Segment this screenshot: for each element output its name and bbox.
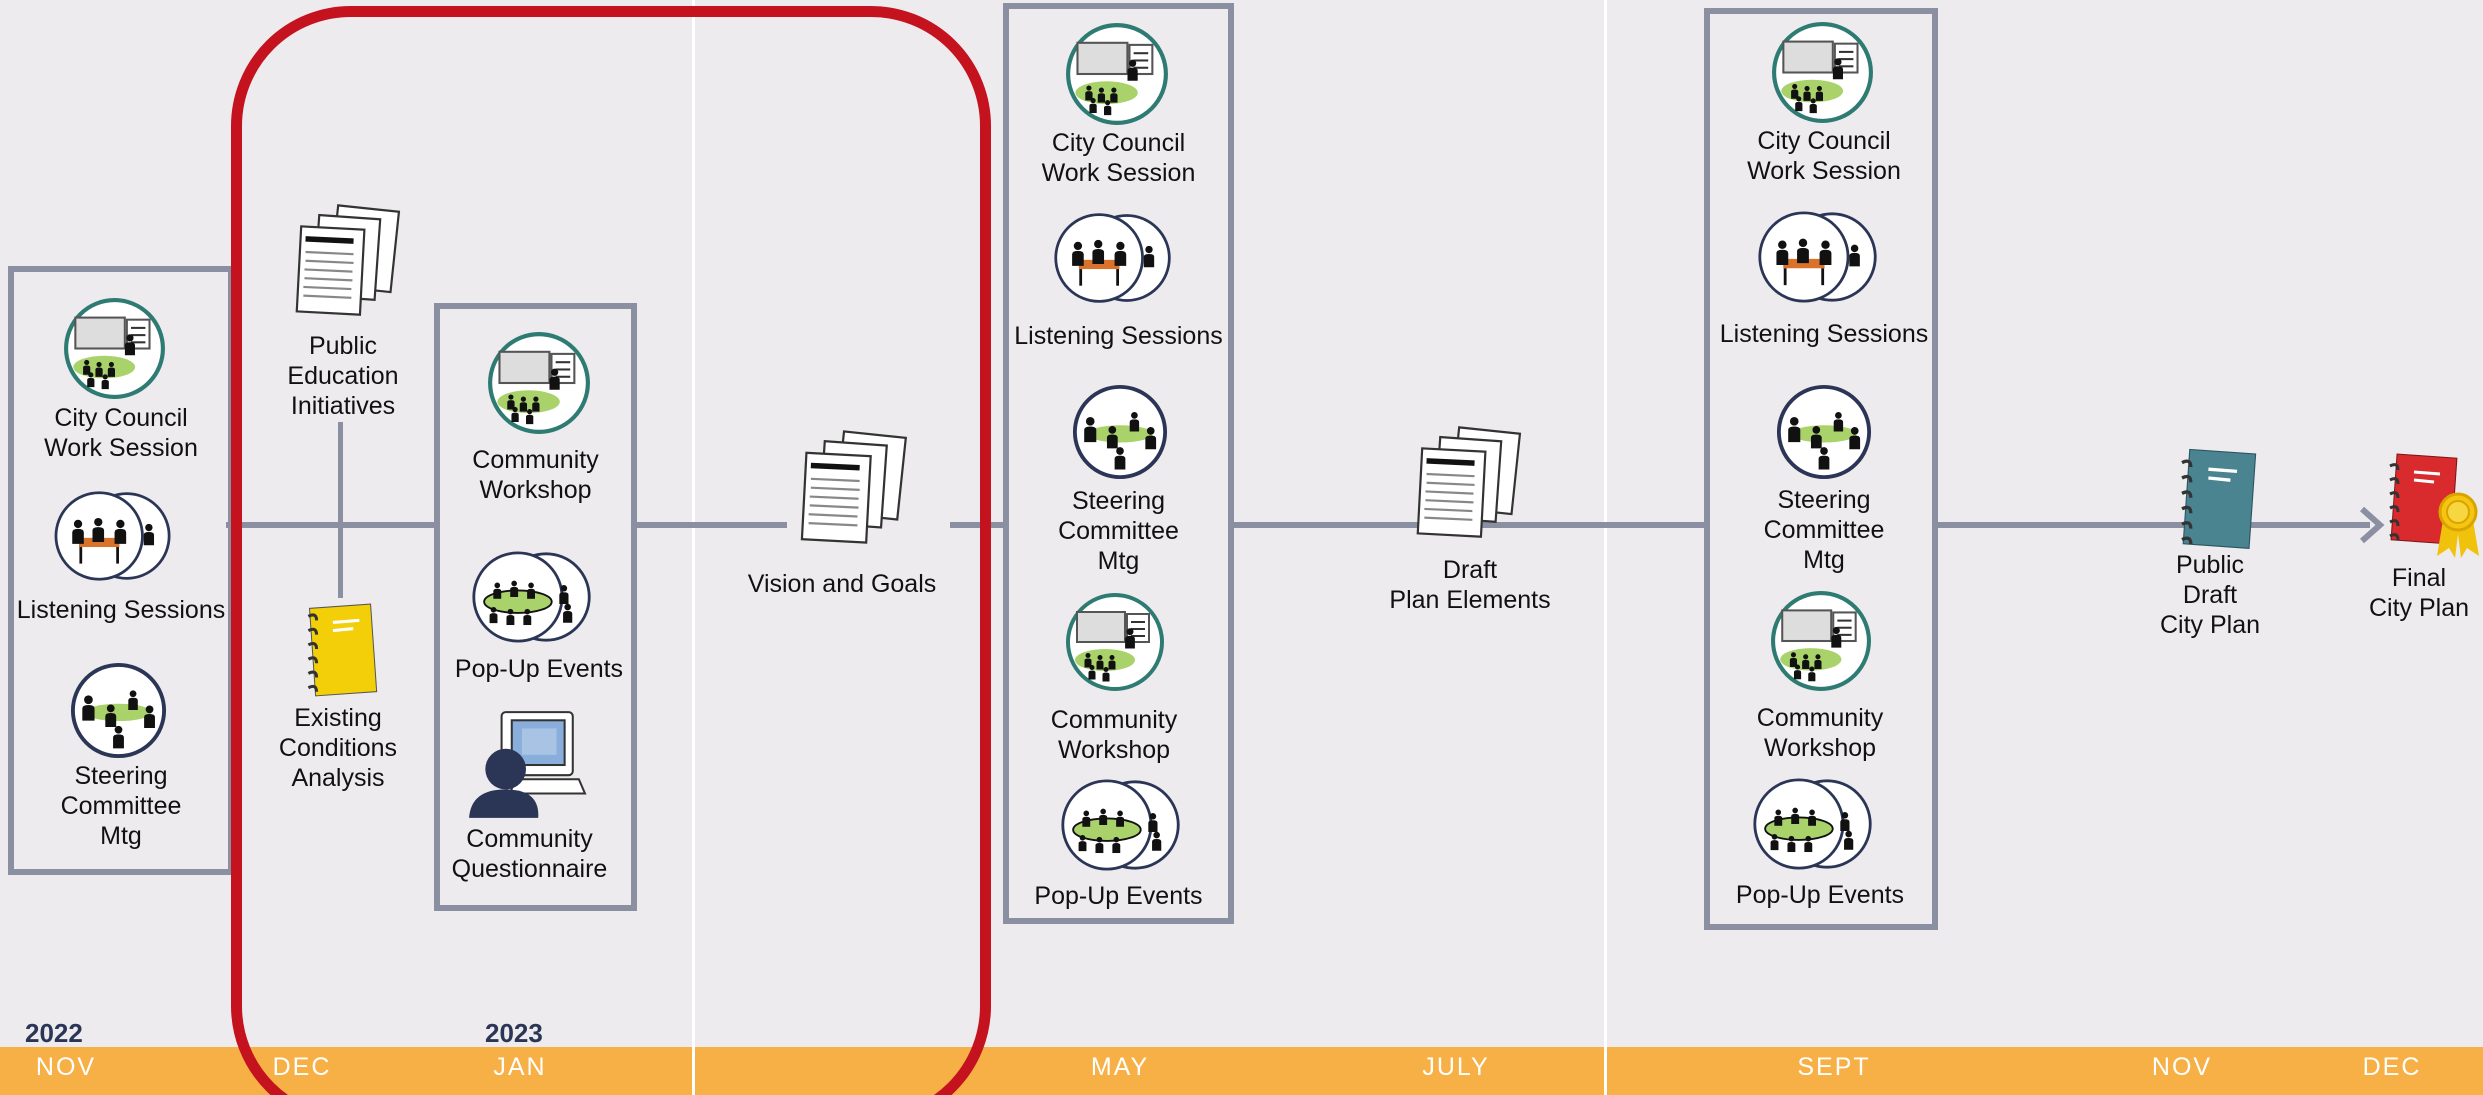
steering-committee-icon (1776, 384, 1872, 480)
city-council-work-session-label: City Council Work Session (1041, 129, 1196, 187)
month-label-july: JULY (1422, 1053, 1490, 1081)
period-divider (1604, 1047, 1607, 1095)
jan-engagement-group (434, 303, 637, 911)
month-label-may: MAY (1090, 1053, 1150, 1081)
month-label-nov: NOV (35, 1053, 97, 1081)
community-questionnaire-label: Community Questionnaire (451, 825, 608, 883)
listening-session-icon (1053, 210, 1173, 306)
community-workshop-icon (1065, 592, 1165, 692)
steering-committee-label: Steering Committee Mtg (1763, 486, 1885, 574)
month-label-dec: DEC (2362, 1053, 2422, 1081)
sept-engagement-group (1704, 8, 1938, 930)
timeline-connector (950, 522, 1004, 528)
award-ribbon-icon (2433, 490, 2483, 560)
pop-up-event-icon (1060, 778, 1182, 872)
steering-committee-icon (70, 662, 167, 759)
vision-goals-label: Vision and Goals (747, 570, 937, 598)
listening-sessions-label: Listening Sessions (16, 596, 226, 624)
pop-up-event-icon (1752, 777, 1874, 871)
year-label-2023: 2023 (485, 1018, 543, 1048)
steering-committee-label: Steering Committee Mtg (60, 762, 182, 850)
month-label-nov: NOV (2151, 1053, 2213, 1081)
public-education-label: Public Education Initiatives (287, 332, 399, 420)
may-engagement-group (1003, 3, 1234, 924)
presentation-meeting-icon (1771, 21, 1874, 124)
presentation-meeting-icon (63, 297, 166, 400)
listening-session-icon (1757, 210, 1879, 304)
city-council-work-session-label: City Council Work Session (44, 404, 198, 462)
current-phase-highlight (231, 6, 991, 1095)
community-workshop-icon (1770, 590, 1872, 692)
listening-sessions-label: Listening Sessions (1014, 322, 1223, 350)
pop-up-events-label: Pop-Up Events (454, 655, 624, 683)
listening-session-icon (53, 490, 173, 582)
arrow-right-icon (2360, 506, 2385, 544)
community-workshop-label: Community Workshop (1050, 706, 1178, 764)
year-label-2022: 2022 (25, 1018, 83, 1048)
timeline-connector (2250, 522, 2365, 528)
steering-committee-icon (1072, 384, 1168, 480)
month-label-sept: SEPT (1797, 1053, 1871, 1081)
timeline-connector (338, 422, 343, 598)
timeline-connector (226, 522, 436, 528)
steering-committee-label: Steering Committee Mtg (1058, 487, 1179, 575)
listening-sessions-label: Listening Sessions (1719, 320, 1929, 348)
community-workshop-label: Community Workshop (1756, 704, 1884, 762)
month-timeline-bar (0, 1047, 2483, 1095)
pop-up-events-label: Pop-Up Events (1034, 882, 1203, 910)
community-workshop-label: Community Workshop (472, 446, 599, 504)
draft-plan-elements-label: Draft Plan Elements (1389, 556, 1551, 614)
public-draft-city-plan-label: Public Draft City Plan (2159, 551, 2261, 639)
city-council-work-session-label: City Council Work Session (1747, 127, 1901, 185)
notebook-icon (2170, 445, 2260, 555)
pop-up-events-label: Pop-Up Events (1735, 881, 1905, 909)
presentation-meeting-icon (1065, 22, 1169, 126)
timeline-connector (1935, 522, 2370, 528)
month-label-jan: JAN (493, 1053, 547, 1081)
existing-conditions-label: Existing Conditions Analysis (278, 704, 398, 792)
final-city-plan-label: Final City Plan (2368, 564, 2470, 622)
period-divider (692, 1047, 695, 1095)
document-stack-icon (1408, 426, 1528, 546)
timeline-connector (633, 522, 787, 528)
